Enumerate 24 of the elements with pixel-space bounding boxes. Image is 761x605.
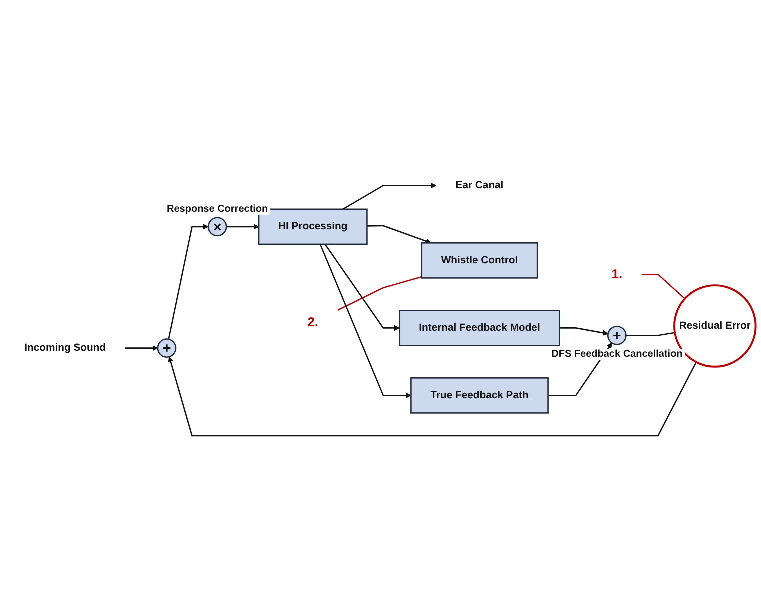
node-box: True Feedback Path [410, 378, 549, 414]
arrow [126, 346, 158, 352]
arrow [168, 224, 209, 340]
node-caption: Response Correction [165, 204, 270, 215]
node-circle: + [607, 326, 627, 346]
connector [626, 332, 676, 337]
node-text: 2. [308, 316, 319, 330]
node-caption: DFS Feedback Cancellation [550, 348, 685, 360]
node-circle: + [157, 339, 177, 358]
node-text: Incoming Sound [24, 342, 106, 354]
node-box: Internal Feedback Model [399, 310, 560, 347]
connector [642, 274, 686, 300]
arrow [342, 183, 437, 210]
node-box: Whistle Control [421, 242, 538, 280]
node-text: 1. [612, 268, 623, 282]
node-text: Ear Canal [456, 180, 504, 192]
arrow [168, 357, 697, 438]
arrow [324, 244, 400, 332]
node-circle: × [208, 218, 228, 238]
arrow [226, 224, 260, 230]
connector [338, 276, 422, 312]
arrow [367, 226, 432, 245]
arrow [320, 244, 412, 399]
arrow [560, 328, 609, 336]
